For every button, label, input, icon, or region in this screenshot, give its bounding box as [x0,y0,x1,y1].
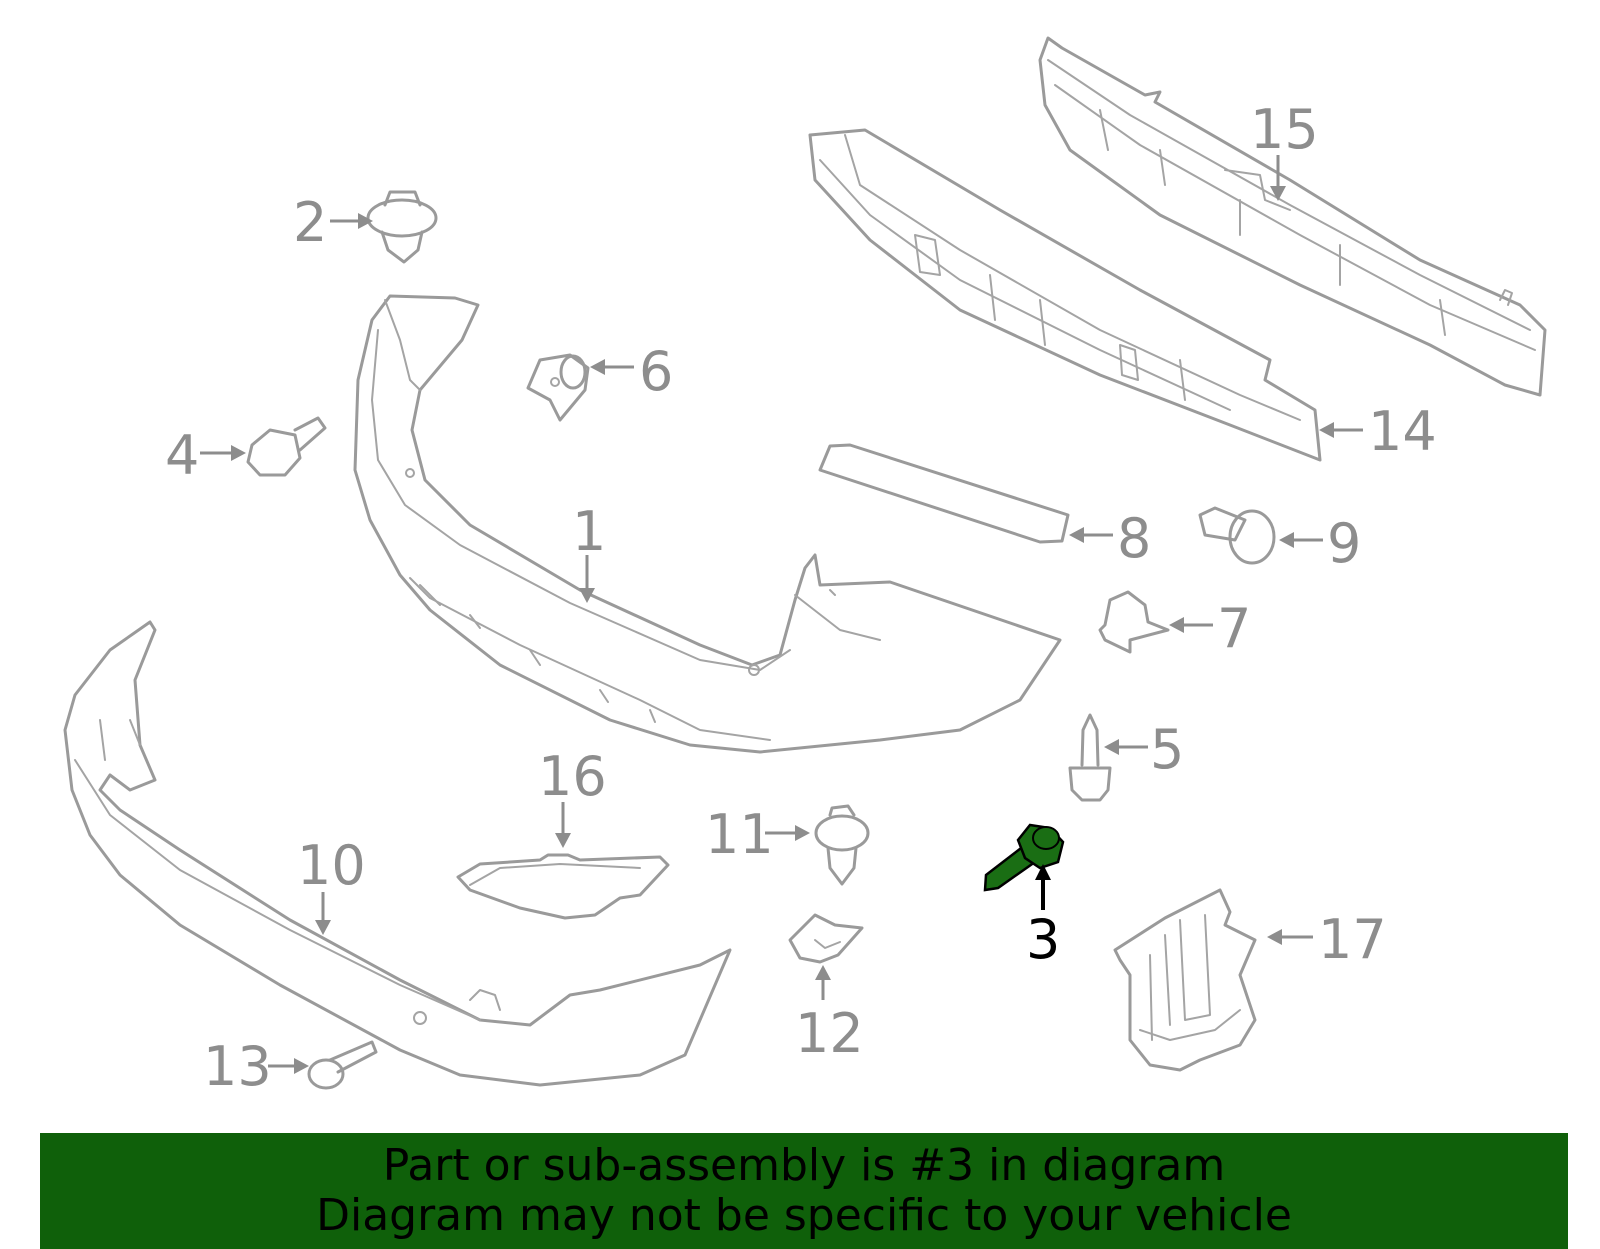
part-15-reinforcement[interactable] [1038,36,1547,397]
callout-3[interactable]: 3 [1026,908,1060,971]
part-17-splash-guard[interactable] [1113,888,1257,1072]
part-9-bolt[interactable] [1198,506,1276,565]
part-14-absorber[interactable] [808,128,1322,462]
callout-arrow-3 [1035,864,1051,910]
callout-13[interactable]: 13 [203,1035,272,1098]
part-10-lower-cover[interactable] [63,620,732,1087]
callout-14[interactable]: 14 [1368,400,1437,463]
callout-7[interactable]: 7 [1217,597,1251,660]
part-7-nut[interactable] [1098,590,1170,654]
callout-11[interactable]: 11 [705,803,774,866]
part-11-bolt[interactable] [814,804,870,886]
part-4-bolt[interactable] [246,416,327,477]
callout-1[interactable]: 1 [572,500,606,563]
callout-16[interactable]: 16 [538,745,607,808]
banner-line-2: Diagram may not be specific to your vehi… [316,1190,1292,1241]
part-16-bracket[interactable] [456,853,670,920]
callout-5[interactable]: 5 [1150,718,1184,781]
part-2-clip[interactable] [366,190,438,264]
banner-line-1: Part or sub-assembly is #3 in diagram [382,1140,1226,1191]
part-13-pin[interactable] [307,1040,378,1090]
notice-banner: Part or sub-assembly is #3 in diagram Di… [40,1133,1568,1249]
part-8-strip[interactable] [818,443,1070,544]
callout-10[interactable]: 10 [297,834,366,897]
part-6-nut[interactable] [526,353,590,422]
part-5-pin[interactable] [1068,713,1112,802]
callout-12[interactable]: 12 [795,1002,864,1065]
callout-9[interactable]: 9 [1327,512,1361,575]
callout-6[interactable]: 6 [639,340,673,403]
part-12-clip[interactable] [788,913,864,964]
callout-4[interactable]: 4 [165,424,199,487]
part-1-upper-cover[interactable] [353,294,1062,754]
callout-2[interactable]: 2 [293,191,327,254]
callout-8[interactable]: 8 [1117,507,1151,570]
callout-labels: 1 2 3 4 5 6 7 8 9 10 11 12 13 14 15 16 1… [165,98,1437,1098]
callout-arrows [200,155,1363,1074]
callout-15[interactable]: 15 [1250,98,1319,161]
part-3-bolt-highlighted[interactable] [983,823,1065,892]
callout-17[interactable]: 17 [1318,908,1387,971]
